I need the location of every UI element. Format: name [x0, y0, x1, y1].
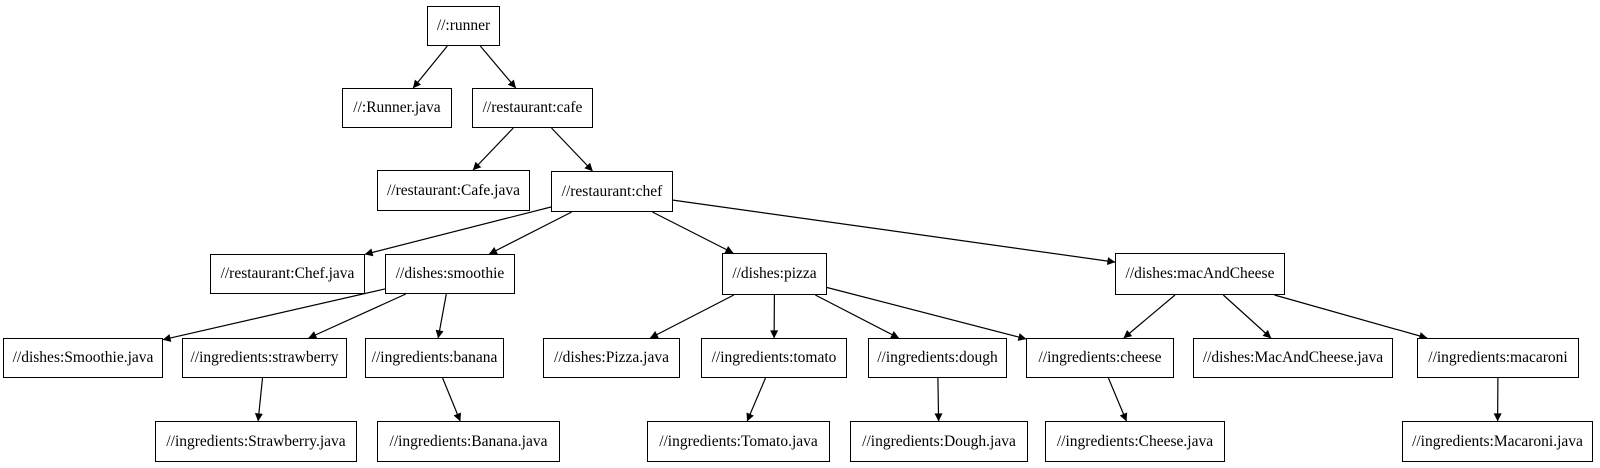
graph-node-chef: //restaurant:chef — [551, 171, 673, 212]
graph-node-cheese-java: //ingredients:Cheese.java — [1045, 421, 1225, 462]
graph-node-chef-java: //restaurant:Chef.java — [210, 254, 365, 294]
graph-node-runner-java: //:Runner.java — [342, 88, 452, 128]
edge-runner-to-runner-java — [412, 45, 448, 89]
edge-tomato-to-tomato-java — [746, 377, 767, 422]
graph-node-smoothie-java: //dishes:Smoothie.java — [3, 338, 163, 378]
graph-node-pizza: //dishes:pizza — [722, 253, 827, 295]
edge-mac-and-cheese-to-macaroni — [1274, 294, 1428, 340]
edge-cheese-to-cheese-java — [1107, 377, 1128, 422]
graph-node-strawberry: //ingredients:strawberry — [182, 338, 347, 378]
edge-cafe-to-cafe-java — [472, 127, 514, 171]
edge-dough-to-dough-java — [934, 377, 943, 422]
edge-smoothie-to-smoothie-java — [162, 288, 386, 342]
graph-node-mac-and-cheese: //dishes:macAndCheese — [1115, 253, 1285, 295]
graph-node-cafe: //restaurant:cafe — [472, 88, 593, 128]
edge-pizza-to-cheese — [826, 286, 1027, 341]
graph-node-strawberry-java: //ingredients:Strawberry.java — [155, 421, 357, 462]
edge-smoothie-to-strawberry — [308, 293, 407, 339]
edge-group — [162, 45, 1502, 422]
edge-chef-to-pizza — [652, 211, 734, 254]
graph-node-tomato-java: //ingredients:Tomato.java — [647, 421, 830, 462]
edge-banana-to-banana-java — [442, 377, 462, 422]
graph-node-smoothie: //dishes:smoothie — [385, 254, 515, 294]
edge-pizza-to-pizza-java — [649, 294, 735, 339]
graph-node-tomato: //ingredients:tomato — [701, 338, 847, 378]
edge-chef-to-mac-and-cheese — [672, 199, 1116, 266]
edge-strawberry-to-strawberry-java — [254, 377, 264, 422]
edge-runner-to-cafe — [479, 45, 517, 89]
graph-node-mac-and-cheese-java: //dishes:MacAndCheese.java — [1193, 338, 1393, 378]
graph-node-macaroni: //ingredients:macaroni — [1417, 338, 1579, 378]
edge-mac-and-cheese-to-mac-and-cheese-java — [1222, 294, 1272, 339]
edge-cafe-to-chef — [551, 127, 593, 172]
edge-smoothie-to-banana — [435, 293, 447, 339]
edge-chef-to-chef-java — [364, 206, 552, 257]
graph-node-pizza-java: //dishes:Pizza.java — [543, 338, 680, 378]
graph-node-runner: //:runner — [427, 6, 500, 46]
graph-node-dough-java: //ingredients:Dough.java — [850, 421, 1028, 462]
graph-node-dough: //ingredients:dough — [868, 338, 1007, 378]
graph-node-cafe-java: //restaurant:Cafe.java — [377, 170, 530, 211]
edge-mac-and-cheese-to-cheese — [1123, 294, 1176, 339]
edge-pizza-to-dough — [815, 294, 900, 339]
graph-node-macaroni-java: //ingredients:Macaroni.java — [1402, 421, 1593, 462]
edge-chef-to-smoothie — [488, 211, 572, 255]
graph-node-banana-java: //ingredients:Banana.java — [377, 421, 560, 462]
graph-node-banana: //ingredients:banana — [365, 338, 504, 378]
graph-node-cheese: //ingredients:cheese — [1026, 338, 1174, 378]
